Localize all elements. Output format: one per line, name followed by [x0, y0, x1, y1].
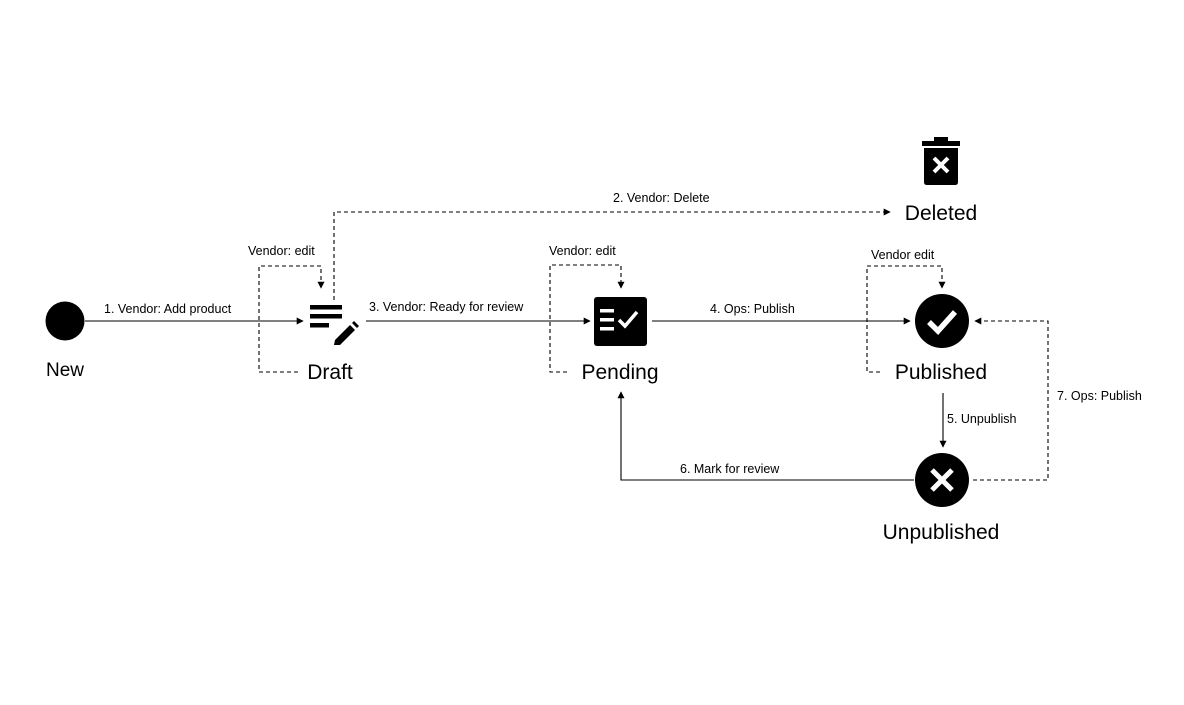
state-label-pending: Pending	[581, 361, 658, 384]
state-draft: Draft	[307, 305, 359, 384]
state-label-deleted: Deleted	[905, 202, 977, 225]
state-published: Published	[895, 294, 987, 384]
state-label-published: Published	[895, 361, 987, 384]
state-pending: Pending	[581, 297, 659, 384]
edge-label-ready-for-review: 3. Vendor: Ready for review	[369, 300, 524, 314]
edge-label-draft-edit: Vendor: edit	[248, 244, 315, 258]
edit-note-icon	[310, 305, 359, 345]
edge-label-republish: 7. Ops: Publish	[1057, 389, 1142, 403]
edge-republish	[973, 317, 1049, 481]
state-new: New	[45, 301, 85, 381]
check-circle-icon	[915, 294, 969, 348]
edge-label-add-product: 1. Vendor: Add product	[104, 302, 232, 316]
edge-label-pending-edit: Vendor: edit	[549, 244, 616, 258]
x-circle-icon	[915, 453, 969, 507]
checklist-icon	[594, 297, 647, 346]
state-unpublished: Unpublished	[883, 453, 1000, 544]
trash-x-icon	[922, 137, 960, 185]
edge-delete	[333, 208, 891, 300]
state-label-new: New	[46, 360, 84, 381]
edge-mark-for-review	[617, 391, 914, 481]
edge-label-publish: 4. Ops: Publish	[710, 302, 795, 316]
state-deleted: Deleted	[905, 137, 977, 225]
filled-circle-icon	[45, 301, 85, 341]
state-label-draft: Draft	[307, 361, 353, 384]
state-label-unpublished: Unpublished	[883, 521, 1000, 544]
edge-label-unpublish: 5. Unpublish	[947, 412, 1017, 426]
edge-label-published-edit: Vendor edit	[871, 248, 935, 262]
edge-published-edit-loop	[866, 265, 946, 373]
edge-label-delete: 2. Vendor: Delete	[613, 191, 710, 205]
edge-draft-edit-loop	[258, 265, 325, 373]
edge-label-mark-for-review: 6. Mark for review	[680, 462, 780, 476]
